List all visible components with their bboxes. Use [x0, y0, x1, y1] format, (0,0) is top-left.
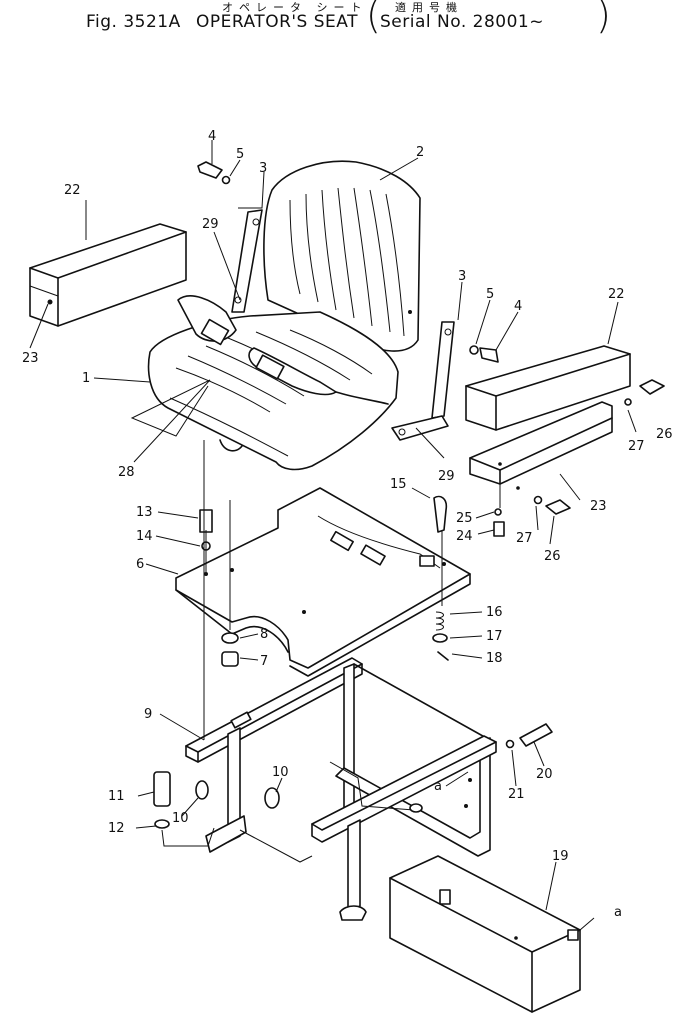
- callout-8: 8: [260, 627, 268, 642]
- bolt-4-left: [197, 161, 231, 185]
- serial-range: Serial No. 28001~: [380, 12, 544, 32]
- bolt-11-washer-12: [153, 771, 171, 829]
- bolt-20-washer-21: [505, 723, 553, 749]
- callout-1: 1: [82, 371, 90, 386]
- armrest-right: [465, 345, 631, 431]
- callout-3-left: 3: [259, 161, 267, 176]
- callout-20: 20: [536, 767, 553, 782]
- nut-7-washer-8: [221, 632, 239, 667]
- callout-a-box: a: [614, 905, 622, 920]
- figure-number: Fig. 3521A: [86, 12, 181, 32]
- callout-16: 16: [486, 605, 503, 620]
- callout-24: 24: [456, 529, 473, 544]
- bolt-4-right: [469, 345, 499, 363]
- callout-6: 6: [136, 557, 144, 572]
- spring-16-17-18: [432, 611, 449, 661]
- callout-5-left: 5: [236, 147, 244, 162]
- armrest-left: [29, 223, 187, 327]
- callout-22-left: 22: [64, 183, 81, 198]
- open-paren: (: [366, 0, 381, 37]
- callout-17: 17: [486, 629, 503, 644]
- callout-22-right: 22: [608, 287, 625, 302]
- storage-box: [389, 855, 581, 1013]
- callout-26-right: 26: [656, 427, 673, 442]
- callout-15: 15: [390, 477, 407, 492]
- callout-5-right: 5: [486, 287, 494, 302]
- title-kana: オペレータ シート: [222, 1, 368, 14]
- callout-28: 28: [118, 465, 135, 480]
- callout-27-right: 27: [628, 439, 645, 454]
- leader-lines: [29, 140, 637, 931]
- lever: [433, 495, 505, 537]
- close-paren: ): [596, 0, 611, 37]
- collars-10: [195, 780, 280, 809]
- bolt-26-lower: [533, 495, 571, 515]
- callout-19: 19: [552, 849, 569, 864]
- callout-13: 13: [136, 505, 153, 520]
- seat-cushion: [147, 311, 399, 471]
- callout-3-right: 3: [458, 269, 466, 284]
- seat-frame: [185, 657, 497, 921]
- callout-10-left: 10: [172, 811, 189, 826]
- callout-26-lower: 26: [544, 549, 561, 564]
- callout-21: 21: [508, 787, 525, 802]
- page-title: OPERATOR'S SEAT: [196, 12, 358, 32]
- bracket-right: [391, 321, 455, 441]
- callout-2: 2: [416, 145, 424, 160]
- bracket-left: [231, 209, 263, 313]
- applies-kana: 適用号機: [395, 1, 463, 14]
- callout-29-right: 29: [438, 469, 455, 484]
- callout-9: 9: [144, 707, 152, 722]
- callout-11: 11: [108, 789, 125, 804]
- callout-a-frame: a: [434, 779, 442, 794]
- callout-23-left: 23: [22, 351, 39, 366]
- seat-backrest: [263, 160, 421, 352]
- callout-labels: 1 2 3 3 4 4 5 5 6 7 8 9 10 10 11 12 13 1…: [22, 129, 673, 920]
- bolt-26-upper: [624, 379, 665, 406]
- callout-25: 25: [456, 511, 473, 526]
- callout-4-right: 4: [514, 299, 522, 314]
- callout-10-right: 10: [272, 765, 289, 780]
- callout-18: 18: [486, 651, 503, 666]
- callout-14: 14: [136, 529, 153, 544]
- callout-27-lower: 27: [516, 531, 533, 546]
- callout-4-left: 4: [208, 129, 216, 144]
- seat-belt: [177, 295, 389, 405]
- callout-12: 12: [108, 821, 125, 836]
- callout-29-left: 29: [202, 217, 219, 232]
- seat-plate: [175, 487, 471, 677]
- callout-23-right: 23: [590, 499, 607, 514]
- callout-7: 7: [260, 654, 268, 669]
